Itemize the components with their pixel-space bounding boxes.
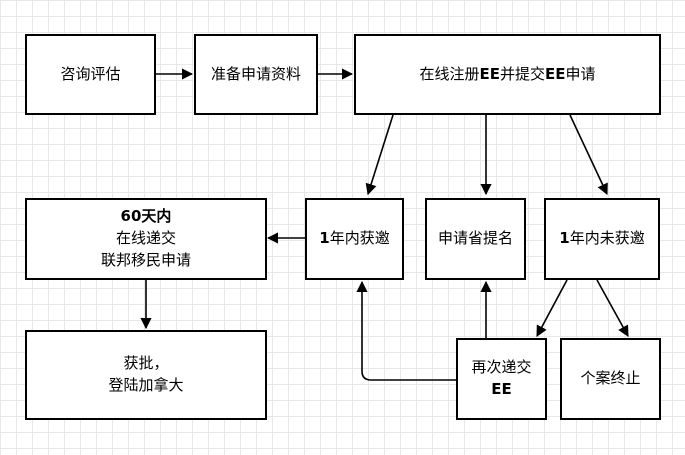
resubmit-line-2: EE <box>491 380 512 398</box>
arrow-register-to-not-invited <box>569 114 608 196</box>
node-submit-60-days: 60天内在线递交联邦移民申请 <box>25 198 267 280</box>
node-prepare-label: 准备申请资料 <box>210 64 301 83</box>
node-resubmit: 再次递交 EE <box>456 338 547 420</box>
not-invited-number: 1 <box>559 229 570 248</box>
arrow-resubmit-to-invited <box>356 280 456 381</box>
node-terminated: 个案终止 <box>560 338 661 420</box>
node-consult: 咨询评估 <box>25 34 156 115</box>
register-text-ee-1: EE <box>479 64 500 83</box>
not-invited-text: 年内未获邀 <box>569 229 645 248</box>
approved-line-2: 登陆加拿大 <box>108 376 184 394</box>
resubmit-line-1: 再次递交 <box>471 358 532 377</box>
node-invited: 1年内获邀 <box>305 198 404 280</box>
node-prepare: 准备申请资料 <box>194 34 318 115</box>
node-provincial-nomination: 申请省提名 <box>425 198 526 280</box>
register-text-2: 并提交 <box>499 64 545 83</box>
node-not-invited-label: 1年内未获邀 <box>559 228 644 250</box>
register-text-1: 在线注册 <box>419 64 480 83</box>
node-not-invited: 1年内未获邀 <box>544 198 660 280</box>
node-register-label: 在线注册EE并提交EE申请 <box>419 64 595 86</box>
node-approved-label: 获批， 登陆加拿大 <box>108 353 183 397</box>
submit-line-2: 在线递交 <box>115 229 176 248</box>
register-text-ee-2: EE <box>545 64 566 83</box>
node-terminated-label: 个案终止 <box>580 369 641 388</box>
arrow-not-invited-to-resubmit <box>536 279 568 337</box>
node-approved: 获批， 登陆加拿大 <box>25 330 267 420</box>
node-consult-label: 咨询评估 <box>60 64 121 83</box>
submit-line-3: 联邦移民申请 <box>100 250 191 269</box>
submit-days-number: 60 <box>120 207 142 226</box>
node-invited-label: 1年内获邀 <box>319 228 389 250</box>
arrow-not-invited-to-terminated <box>596 279 629 337</box>
invited-text: 年内获邀 <box>329 229 390 248</box>
approved-line-1: 获批， <box>123 354 169 373</box>
node-resubmit-label: 再次递交 EE <box>471 357 531 401</box>
arrow-register-to-invited <box>365 114 394 196</box>
node-provincial-label: 申请省提名 <box>437 229 513 248</box>
node-submit-60-days-label: 60天内在线递交联邦移民申请 <box>101 206 191 271</box>
invited-number: 1 <box>319 229 330 248</box>
node-register: 在线注册EE并提交EE申请 <box>354 34 661 115</box>
register-text-3: 申请 <box>565 64 596 83</box>
submit-days-unit: 天内 <box>141 207 172 226</box>
